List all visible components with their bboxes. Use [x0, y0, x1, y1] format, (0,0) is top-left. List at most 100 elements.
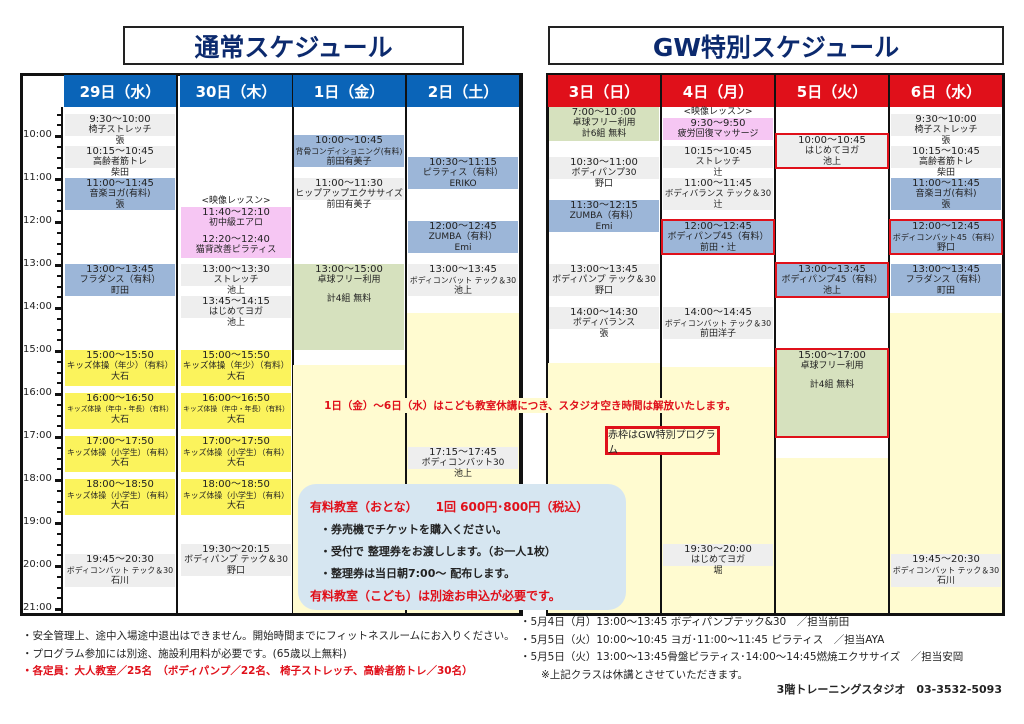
- event-time: 13:00〜13:45: [570, 264, 638, 275]
- event-background: [891, 554, 1001, 587]
- event-background: [65, 554, 175, 587]
- time-label: 15:00: [23, 344, 52, 355]
- event-background: [65, 145, 175, 168]
- time-tick: [57, 339, 61, 342]
- event-instructor: 張: [599, 329, 609, 339]
- event-title: 音楽ヨガ(有料): [89, 189, 151, 199]
- time-label: 14:00: [23, 301, 52, 312]
- event-time: 19:30〜20:15: [202, 543, 270, 555]
- event-instructor: 前田有美子: [326, 157, 372, 167]
- event-background: [549, 156, 659, 179]
- event-title: フラダンス（有料）: [79, 275, 161, 285]
- event-background: [891, 113, 1001, 136]
- time-label: 21:00: [23, 602, 52, 613]
- kids-fee-note: 有料教室（こども）は別途お申込が必要です。: [310, 589, 561, 603]
- event-instructor: 大石: [226, 501, 245, 511]
- event-instructor: 池上: [226, 286, 245, 296]
- event-time: 10:30〜11:00: [570, 156, 638, 168]
- event-time: 16:00〜16:50: [86, 393, 154, 404]
- event-background: [663, 221, 773, 254]
- event-title: 卓球フリー利用: [572, 118, 636, 129]
- event-time: 10:15〜10:45: [684, 145, 752, 157]
- event-instructor: Emi: [454, 243, 472, 253]
- event-time: 11:00〜11:45: [86, 178, 154, 189]
- time-tick: [57, 414, 61, 417]
- event-title: ボディコンバット30: [421, 457, 505, 468]
- event-background: [65, 436, 175, 472]
- event-background: [549, 107, 659, 142]
- event-background: [181, 206, 291, 234]
- event-background: [663, 145, 773, 168]
- notes-left: ・安全管理上、途中入場途中退出はできません。開始時間までにフィットネスルームにお…: [22, 628, 515, 681]
- event-title: ボディバランス テック＆30: [664, 189, 772, 199]
- note: ・安全管理上、途中入場途中退出はできません。開始時間までにフィットネスルームにお…: [22, 630, 515, 642]
- cancel-note: ・5月4日（月）13:00〜13:45 ボディパンプテック&30 ／担当前田: [520, 616, 850, 628]
- event-background: [181, 436, 291, 472]
- studio-contact: 3階トレーニングスタジオ 03-3532-5093: [776, 683, 1002, 696]
- event-background: [294, 264, 404, 350]
- event-time: 18:00〜18:50: [202, 479, 270, 490]
- event-time: 13:00〜15:00: [315, 264, 383, 275]
- time-tick: [57, 231, 61, 234]
- event-background: [891, 145, 1001, 168]
- event-instructor: 堀: [713, 565, 723, 576]
- day-header: 1日（金）: [293, 75, 407, 107]
- event-instructor: 計4組 無料: [326, 294, 372, 304]
- info-line: ・券売機でチケットを購入ください。: [320, 523, 507, 536]
- time-tick: [57, 575, 61, 578]
- time-tick: [57, 113, 61, 116]
- event-title: ZUMBA（有料）: [428, 232, 498, 242]
- event-background: [891, 221, 1001, 254]
- time-tick: [57, 489, 61, 492]
